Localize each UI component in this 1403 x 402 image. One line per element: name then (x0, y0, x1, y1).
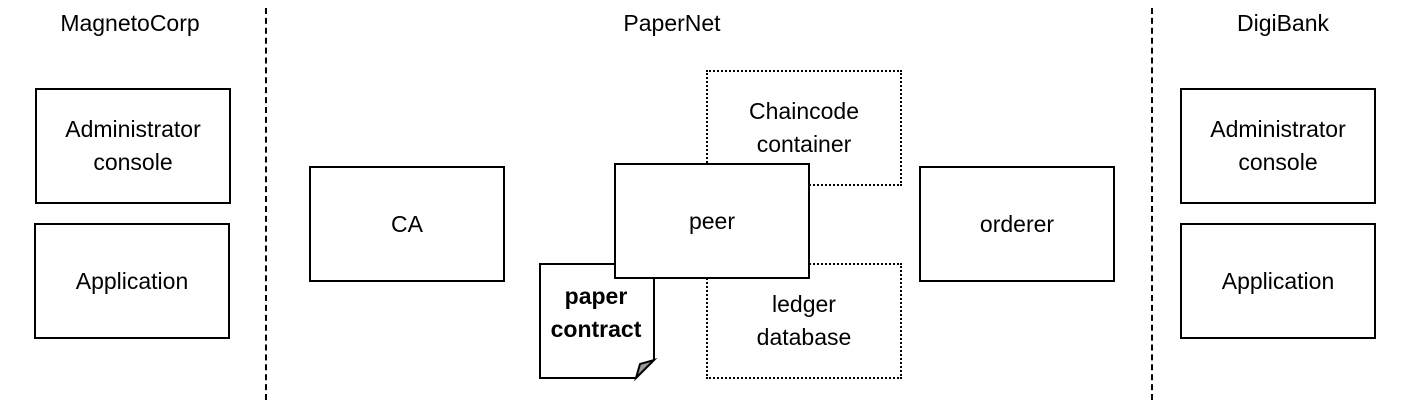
magnetocorp-admin-line2: console (93, 149, 173, 175)
paper-contract-document-icon (539, 263, 658, 382)
paper-contract-line2: contract (550, 316, 642, 342)
paper-contract-line1: paper (564, 283, 628, 309)
digibank-admin-line2: console (1238, 149, 1318, 175)
digibank-application[interactable]: Application (1180, 223, 1376, 339)
magnetocorp-admin-console[interactable]: Administrator console (35, 88, 231, 204)
ledger-line1: ledger (772, 291, 836, 317)
orderer-box[interactable]: orderer (919, 166, 1115, 282)
digibank-admin-console[interactable]: Administrator console (1180, 88, 1376, 204)
ca-label: CA (391, 210, 423, 237)
right-divider (1151, 8, 1153, 400)
digibank-application-label: Application (1221, 267, 1335, 294)
orderer-label: orderer (979, 210, 1055, 237)
magnetocorp-application-label: Application (75, 267, 189, 294)
left-divider (265, 8, 267, 400)
peer-label: peer (688, 208, 736, 234)
magnetocorp-admin-line1: Administrator (65, 116, 201, 142)
ca-box[interactable]: CA (309, 166, 505, 282)
digibank-admin-line1: Administrator (1210, 116, 1346, 142)
peer-box[interactable]: peer (614, 163, 810, 279)
chaincode-line2: container (756, 131, 852, 157)
ledger-line2: database (756, 324, 852, 350)
chaincode-line1: Chaincode (749, 98, 859, 124)
papernet-title: PaperNet (623, 10, 721, 36)
paper-contract[interactable]: paper contract (541, 280, 651, 346)
magnetocorp-application[interactable]: Application (34, 223, 230, 339)
ledger-database[interactable]: ledger database (706, 263, 902, 379)
digibank-title: DigiBank (1236, 10, 1330, 36)
magnetocorp-title: MagnetoCorp (60, 10, 200, 36)
